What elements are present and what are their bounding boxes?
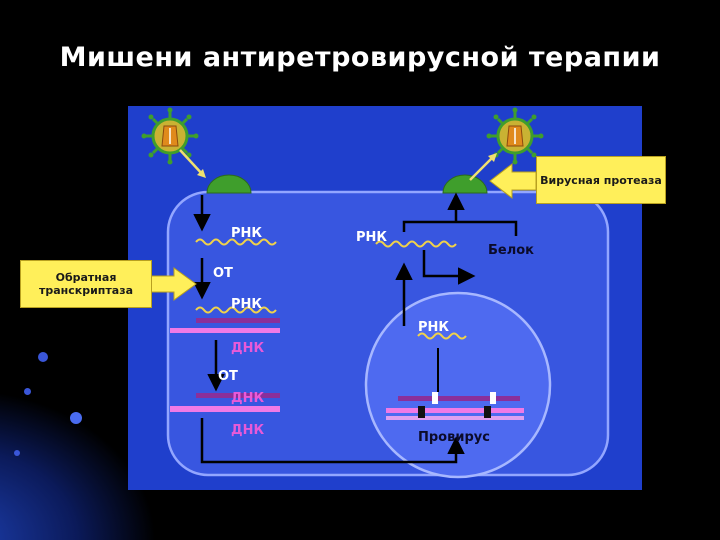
- label-rna: РНК: [356, 230, 388, 245]
- provirus-marker: [418, 406, 425, 418]
- decor-dot: [70, 412, 82, 424]
- virus-exit-bud: [442, 174, 488, 194]
- rna-strand: [417, 332, 467, 340]
- dna-strand-pink: [170, 328, 280, 333]
- decor-dot: [24, 388, 31, 395]
- dna-strand-purple: [196, 393, 280, 398]
- virus-entry-bud: [206, 174, 252, 194]
- translation-arrow: [422, 250, 476, 285]
- label-dna: ДНК: [231, 391, 265, 406]
- assembly-path: [402, 220, 518, 236]
- label-provirus: Провирус: [418, 430, 490, 445]
- label-rna: РНК: [231, 297, 263, 312]
- viral-protease-callout: Вирусная протеаза: [536, 156, 666, 204]
- rna-strand: [195, 306, 277, 314]
- label-rna: РНК: [418, 320, 450, 335]
- entry-arrowhead: [197, 169, 206, 178]
- label-rna: РНК: [231, 226, 263, 241]
- integration-path: [200, 418, 465, 464]
- dna-strand-purple: [196, 318, 280, 323]
- provirus-marker: [484, 406, 491, 418]
- reverse-transcriptase-callout: Обратная транскриптаза: [20, 260, 152, 308]
- provirus-marker: [490, 392, 496, 404]
- provirus-marker: [432, 392, 438, 404]
- exit-arrowhead: [488, 153, 497, 162]
- rna-strand: [195, 238, 277, 246]
- label-rt: ОТ: [213, 266, 233, 281]
- provirus-strand: [386, 416, 524, 420]
- dna-strand-pink: [170, 406, 280, 412]
- exit-arrow: [469, 155, 495, 181]
- virus-particle-icon: [486, 107, 544, 165]
- decor-dot: [14, 450, 20, 456]
- nucleus: [364, 291, 552, 479]
- protease-callout-arrow: [489, 162, 537, 200]
- slide-title: Мишени антиретровирусной терапии: [59, 42, 661, 73]
- virus-particle-icon: [141, 107, 199, 165]
- label-dna: ДНК: [231, 341, 265, 356]
- provirus-strand: [386, 408, 524, 413]
- label-protein: Белок: [488, 243, 535, 258]
- rt-callout-arrow: [149, 267, 197, 301]
- label-dna: ДНК: [231, 423, 265, 438]
- entry-arrow: [179, 149, 205, 177]
- provirus-strand: [398, 396, 520, 401]
- decor-dot: [38, 352, 48, 362]
- rna-strand: [375, 240, 457, 248]
- label-rt: ОТ: [218, 369, 238, 384]
